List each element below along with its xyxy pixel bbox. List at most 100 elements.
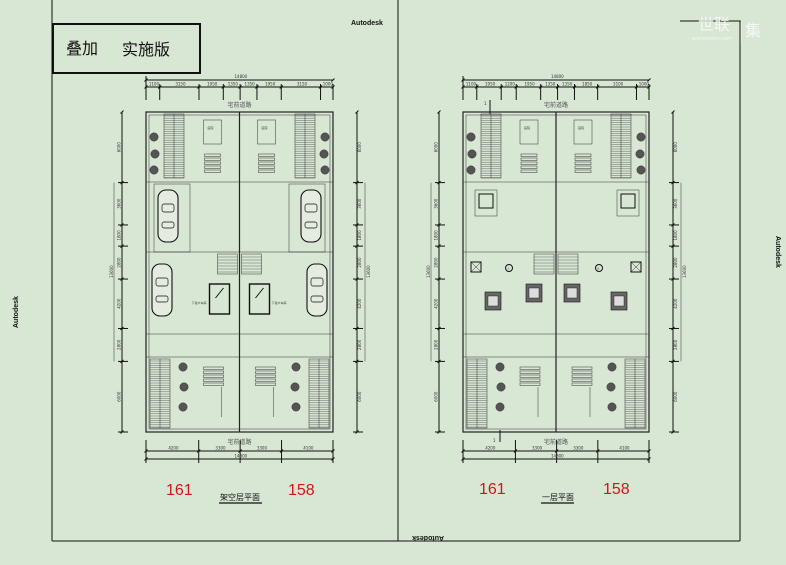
stair-outline	[217, 253, 238, 275]
axis-marker	[505, 264, 513, 272]
dimension-value: 4200	[485, 446, 496, 451]
step	[574, 165, 592, 169]
side-dimension-value: 3600	[117, 198, 122, 209]
door-swing	[255, 287, 264, 299]
step	[519, 382, 541, 386]
shrub-icon	[319, 149, 329, 159]
car-body	[151, 263, 173, 317]
overall-dimension-value: 13600	[366, 265, 371, 278]
side-dimension-value: 4200	[434, 298, 439, 309]
side-dimension-value: 2800	[434, 339, 439, 350]
car-body	[306, 263, 328, 317]
dimension-value: 4100	[619, 446, 630, 451]
table-top	[613, 295, 625, 307]
garage	[153, 183, 191, 253]
side-dimension-value: 2800	[673, 257, 678, 268]
step	[258, 157, 275, 161]
door-swing	[215, 287, 224, 299]
storage-box	[248, 283, 271, 315]
step	[574, 157, 592, 161]
dimension-value: 1350	[245, 82, 256, 87]
title-text-a: 叠加	[66, 39, 98, 58]
autodesk-watermark-right: Autodesk	[774, 236, 781, 268]
plan-name: 一层平面	[542, 493, 574, 502]
step	[204, 157, 221, 161]
dimension-total: 14800	[235, 454, 248, 459]
dimension-tick	[331, 457, 335, 461]
dimension-value: 1100	[466, 82, 477, 87]
dimension-value: 3150	[297, 82, 308, 87]
dimension-value: 3100	[613, 82, 624, 87]
dimension-value: 3150	[175, 82, 186, 87]
courtyard-room	[203, 119, 222, 145]
step	[203, 382, 224, 386]
autodesk-watermark-bottom: Autodesk	[412, 534, 444, 541]
stair-core	[533, 253, 555, 275]
shrub-icon	[466, 132, 476, 142]
shrub-icon	[607, 402, 617, 412]
dimension-tick	[647, 457, 651, 461]
car-icon	[151, 263, 173, 317]
shrub-icon	[320, 165, 330, 175]
kitchen-icon	[630, 261, 642, 273]
dimension-total: 14800	[551, 454, 564, 459]
garage	[288, 183, 326, 253]
stair-outline	[557, 253, 579, 275]
section-mark: 1	[484, 101, 487, 106]
side-dimension-value: 3600	[357, 198, 362, 209]
dimension-value: 1850	[582, 82, 593, 87]
dimension-tick	[331, 78, 335, 82]
shrub-icon	[150, 149, 160, 159]
kitchen-icon	[470, 261, 482, 273]
step	[520, 153, 538, 157]
dimension-total: 14800	[235, 74, 248, 79]
dimension-value: 3300	[257, 446, 268, 451]
step	[258, 169, 275, 173]
dimension-tick	[355, 110, 359, 114]
side-dimension-value: 2800	[117, 257, 122, 268]
room-label: 庭院	[578, 125, 584, 130]
shrub-icon	[179, 382, 189, 392]
axis-label: B	[597, 267, 599, 271]
autodesk-watermark-top: Autodesk	[351, 20, 383, 27]
side-dimension-value: 2800	[434, 257, 439, 268]
logo-watermark-cn-b: 集	[745, 21, 761, 40]
step	[520, 157, 538, 161]
side-dimension-value: 3600	[673, 198, 678, 209]
side-dimension-value: 2800	[357, 257, 362, 268]
step	[519, 374, 541, 378]
room-note: 下叠户车库	[272, 300, 287, 305]
side-dimension-value: 4200	[357, 298, 362, 309]
dimension-value: 3300	[532, 446, 543, 451]
stair-ramp	[163, 113, 185, 179]
axis-marker	[595, 264, 603, 272]
dimension-value: 1000	[323, 82, 334, 87]
step	[571, 382, 593, 386]
side-dimension-value: 1800	[117, 230, 122, 241]
shrub-icon	[178, 402, 188, 412]
step	[574, 161, 592, 165]
step	[519, 378, 541, 382]
plan-caption-left: 161 158 架空层平面	[166, 482, 315, 504]
shrub-icon	[495, 402, 505, 412]
step	[571, 370, 593, 374]
car-icon	[306, 263, 328, 317]
dimension-value: 4100	[303, 446, 314, 451]
road-label-top: 宅前道路	[228, 101, 252, 109]
shrub-icon	[607, 362, 617, 372]
room-label: 庭院	[262, 125, 268, 130]
kitchen-cross	[630, 261, 642, 273]
dimension-tick	[461, 457, 465, 461]
room-label: 庭院	[524, 125, 530, 130]
side-dimension-value: 2800	[357, 339, 362, 350]
step	[255, 366, 276, 370]
stair-ramp	[294, 113, 316, 179]
step	[258, 161, 275, 165]
stair-core	[217, 253, 238, 275]
shrub-icon	[291, 402, 301, 412]
side-dimension-value: 1800	[357, 230, 362, 241]
road-label-bottom: 宅前道路	[228, 438, 252, 446]
step	[204, 153, 221, 157]
